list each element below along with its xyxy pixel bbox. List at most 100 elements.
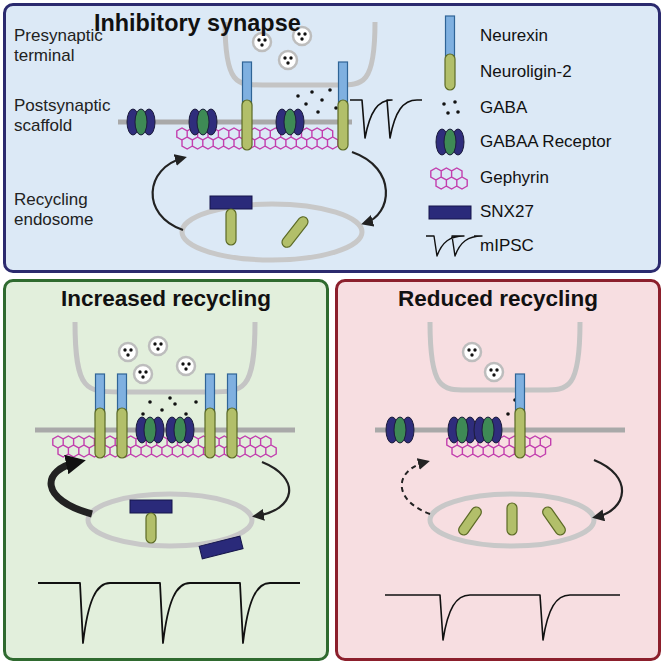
recycling-arrow [352,152,386,223]
gaba-a-receptor-subunit [189,109,201,135]
gaba-dot [184,367,187,370]
neuroligin-2 [541,505,568,537]
gaba-dot [156,418,160,422]
gaba-dot [129,348,132,351]
panel-title: Reduced recycling [338,286,658,312]
gaba-dot [442,102,446,106]
mipsc-trace [350,100,422,138]
neurexin [96,374,105,420]
gaba-dot [303,32,306,35]
neurexin [446,16,455,56]
gephyrin-lattice [447,436,551,457]
gaba-dot [156,347,159,350]
gaba-dot [286,61,289,64]
gaba-dot [316,110,320,114]
synaptic-vesicle [293,27,311,45]
postsynaptic-membrane [35,428,295,433]
recycling-arrow [153,158,183,230]
neuroligin-2 [242,100,252,150]
gaba-a-receptor-subunit [292,109,304,135]
gaba-dot [304,102,308,106]
synaptic-vesicle [177,357,195,375]
gaba-dot [453,100,457,104]
snx27 [429,206,471,219]
presynaptic-terminal [225,22,375,85]
legend-text: mIPSC [480,236,534,256]
neuroligin-2 [117,408,127,458]
gaba-a-receptor-subunit [402,417,414,443]
neuroligin-2 [226,209,236,245]
gaba-dot [194,400,198,404]
panel-box: Reduced recycling [335,279,661,661]
gaba-a-receptor-subunit [482,417,494,443]
legend-text: SNX27 [480,202,534,222]
gaba-dot [173,402,177,406]
inhibitory-synapse-illustration [118,22,422,260]
gaba-a-receptor-subunit [284,109,296,135]
neuroligin-2 [146,513,156,543]
neurexin [118,374,127,420]
gaba-a-receptor-subunit [197,109,209,135]
gaba-a-receptor-subunit [166,417,178,443]
panel-title: Increased recycling [6,286,326,312]
gaba-a-receptor-subunit [276,109,288,135]
gaba-dot [123,348,126,351]
gaba-dot [310,90,314,94]
gaba-dot [178,420,182,424]
part-label: Presynaptic terminal [14,26,122,66]
panel-title: Inhibitory synapse [94,10,658,37]
gaba-dot [283,56,286,59]
recycling-endosome [88,494,252,546]
legend-swatch [436,129,464,155]
gephyrin-lattice [177,128,338,149]
gaba-dot [489,368,492,371]
gaba-dot [257,38,260,41]
recycling-endosome [430,494,594,546]
gaba-dot [506,412,510,416]
synaptic-vesicle [119,343,137,361]
gaba-dot [126,353,129,356]
gaba-dot [334,106,338,110]
legend-swatch [426,236,482,256]
gaba-dot [260,43,263,46]
neuroligin-2 [280,215,310,250]
gaba-dot [300,37,303,40]
gephyrin-lattice [53,436,276,457]
legend-text: Neurexin [480,26,548,46]
gaba-a-receptor-subunit [182,417,194,443]
legend-swatches [426,16,482,256]
gaba-a-receptor-subunit [152,417,164,443]
gaba-a-receptor-subunit [456,417,468,443]
gaba-dot [148,400,152,404]
gaba-a-receptor-subunit [444,129,456,155]
gaba-dot [160,408,164,412]
gaba-dot [184,412,188,416]
gaba-dot [297,32,300,35]
legend-swatch [446,16,455,56]
postsynaptic-membrane [375,428,625,433]
neuroligin-2 [338,100,348,150]
gaba-a-receptor-subunit [394,417,406,443]
gaba-dot [495,368,498,371]
recycling-arrow [256,462,289,516]
gaba-dot [473,348,476,351]
gaba-a-receptor-subunit [143,109,155,135]
gaba-dot [328,88,332,92]
postsynaptic-membrane [118,120,352,125]
synaptic-vesicle [279,51,297,69]
legend-text: Neuroligin-2 [480,62,572,82]
neuroligin-2 [507,503,517,535]
part-label: Recycling endosome [14,190,122,230]
synaptic-vesicle [149,337,167,355]
neuroligin-2 [95,408,105,458]
snx27 [199,536,243,559]
gaba-dot [263,38,266,41]
gaba-dot [467,348,470,351]
gaba-dot [141,412,145,416]
synaptic-vesicle [253,33,271,51]
gaba-a-receptor-subunit [144,417,156,443]
gaba-dot [492,373,495,376]
panel-box: Increased recycling [3,279,329,661]
neurexin [243,62,252,110]
